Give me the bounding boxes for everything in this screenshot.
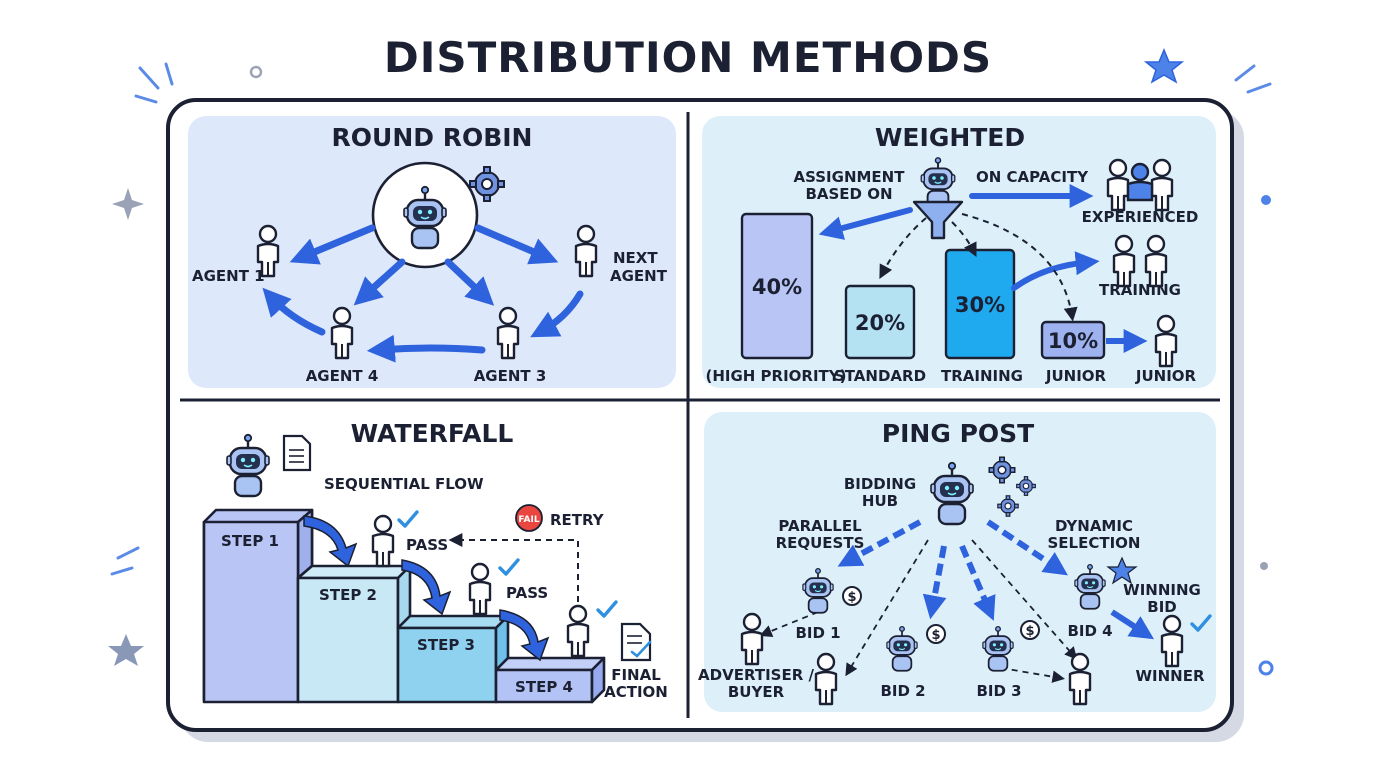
parallel-request-arrows [837, 519, 1068, 621]
experienced-label: EXPERIENCED [1082, 208, 1199, 226]
person-icon [1144, 234, 1168, 288]
person-icon [574, 224, 598, 278]
agent-1-label: AGENT 1 [192, 267, 265, 285]
star-icon [1143, 48, 1185, 84]
parallel-requests-label-line2: REQUESTS [776, 534, 865, 552]
ping-post-title: PING POST [882, 419, 1034, 448]
weighted-bar-value-2: 30% [955, 293, 1005, 317]
weighted-bar-2 [944, 248, 1016, 360]
decoration-dot [1261, 195, 1271, 205]
weighted-bar-value-3: 10% [1048, 329, 1098, 353]
dynamic-selection-label-line2: SELECTION [1048, 534, 1141, 552]
person-icon [468, 562, 492, 616]
waterfall-flow-arrows [303, 515, 550, 662]
ping-post-section: PING POST BIDDING HUB PARALLEL REQUESTS … [698, 419, 1212, 706]
checklist-icon [620, 622, 652, 662]
bid-4-label: BID 4 [1067, 622, 1112, 640]
weighted-dashed-arrows [879, 213, 1078, 322]
bid-3-label: BID 3 [976, 682, 1021, 700]
winner-person-icon [1160, 614, 1184, 668]
weighted-bar-value-0: 40% [752, 275, 802, 299]
agent-3-label: AGENT 3 [474, 367, 547, 385]
weighted-section: WEIGHTED ASSIGNMENT BASED ON ON CAPACITY… [705, 123, 1198, 385]
weighted-bars: 40% (HIGH PRIORITY) 20% STANDARD 30% TRAINING… [705, 212, 1197, 385]
dollar-coin-icon [842, 586, 862, 606]
person-icon [371, 514, 395, 568]
winner-label: WINNER [1135, 667, 1204, 685]
star-icon [1106, 556, 1138, 585]
weighted-arrows [818, 184, 1100, 291]
bid-1-label: BID 1 [795, 624, 840, 642]
person-icon [330, 306, 354, 360]
weighted-bar-label-0: (HIGH PRIORITY) [705, 367, 846, 385]
assignment-label-line2: BASED ON [805, 185, 892, 203]
person-icon [1068, 652, 1092, 706]
star-icon [108, 634, 144, 666]
winning-bid-label-line2: BID [1147, 598, 1176, 616]
winning-bid-label-line1: WINNING [1123, 581, 1201, 599]
parallel-requests-label-line1: PARALLEL [778, 517, 862, 535]
weighted-title: WEIGHTED [875, 123, 1025, 152]
funnel-icon [912, 200, 964, 240]
advertiser-buyer-label-line2: BUYER [728, 683, 785, 701]
next-agent-label-line1: NEXT [613, 249, 658, 267]
panel-ping-post [704, 412, 1216, 712]
retry-dashed-arrow [448, 533, 579, 602]
weighted-bar-3 [1040, 320, 1106, 360]
dollar-coin-icon [926, 624, 946, 644]
person-icon [814, 652, 838, 706]
fail-badge [515, 504, 543, 532]
person-icon [496, 306, 520, 360]
person-icon [1112, 234, 1136, 288]
junior-person-label: JUNIOR [1135, 367, 1197, 385]
experienced-group-icon [1106, 158, 1174, 212]
on-capacity-label: ON CAPACITY [976, 168, 1089, 186]
bidding-hub-label-line2: HUB [862, 492, 898, 510]
dynamic-selection-label-line1: DYNAMIC [1055, 517, 1133, 535]
step-1-label: STEP 1 [221, 532, 279, 550]
assignment-label-line1: ASSIGNMENT [794, 168, 906, 186]
training-group-label: TRAINING [1099, 281, 1181, 299]
person-icon [1154, 314, 1178, 368]
weighted-bar-1 [844, 284, 916, 360]
decoration-dot [249, 65, 263, 79]
person-icon [566, 604, 590, 658]
winning-arrow [1110, 609, 1155, 640]
step-3-label: STEP 3 [417, 636, 475, 654]
waterfall-section: WATERFALL STEP 1 STEP 2 STEP 3 STEP 4 [202, 419, 668, 704]
decoration-sparkles [110, 62, 1272, 576]
page-title: DISTRIBUTION METHODS [384, 33, 992, 82]
final-action-label-line1: FINAL [611, 666, 661, 684]
person-icon [740, 612, 764, 666]
bid-2-label: BID 2 [880, 682, 925, 700]
bidding-hub-label-line1: BIDDING [844, 475, 916, 493]
round-robin-arrows [262, 224, 584, 363]
dollar-coin-icon [1020, 620, 1040, 640]
sparkle-icon [112, 188, 144, 220]
pass-1-label: PASS [406, 536, 448, 554]
pass-2-label: PASS [506, 584, 548, 602]
decoration-dot [1258, 660, 1274, 676]
weighted-bar-label-3: JUNIOR [1045, 367, 1107, 385]
weighted-bar-value-1: 20% [855, 311, 905, 335]
step-4-label: STEP 4 [515, 678, 573, 696]
weighted-bar-label-1: STANDARD [834, 367, 926, 385]
decoration-dot [1260, 562, 1268, 570]
final-action-label-line2: ACTION [604, 683, 668, 701]
next-agent-label-line2: AGENT [610, 267, 668, 285]
sequential-flow-label: SEQUENTIAL FLOW [324, 475, 484, 493]
document-icon [282, 434, 312, 472]
round-robin-title: ROUND ROBIN [332, 123, 533, 152]
weighted-bar-label-2: TRAINING [941, 367, 1023, 385]
round-robin-section: ROUND ROBIN AGENT 1 NEXT AGENT AGENT 4 A… [192, 123, 668, 385]
retry-label: RETRY [550, 511, 605, 529]
waterfall-title: WATERFALL [351, 419, 514, 448]
agent-4-label: AGENT 4 [306, 367, 379, 385]
advertiser-buyer-label-line1: ADVERTISER / [698, 666, 814, 684]
fail-badge-label: FAIL [518, 515, 539, 525]
weighted-bar-0 [740, 212, 814, 360]
step-2-label: STEP 2 [319, 586, 377, 604]
